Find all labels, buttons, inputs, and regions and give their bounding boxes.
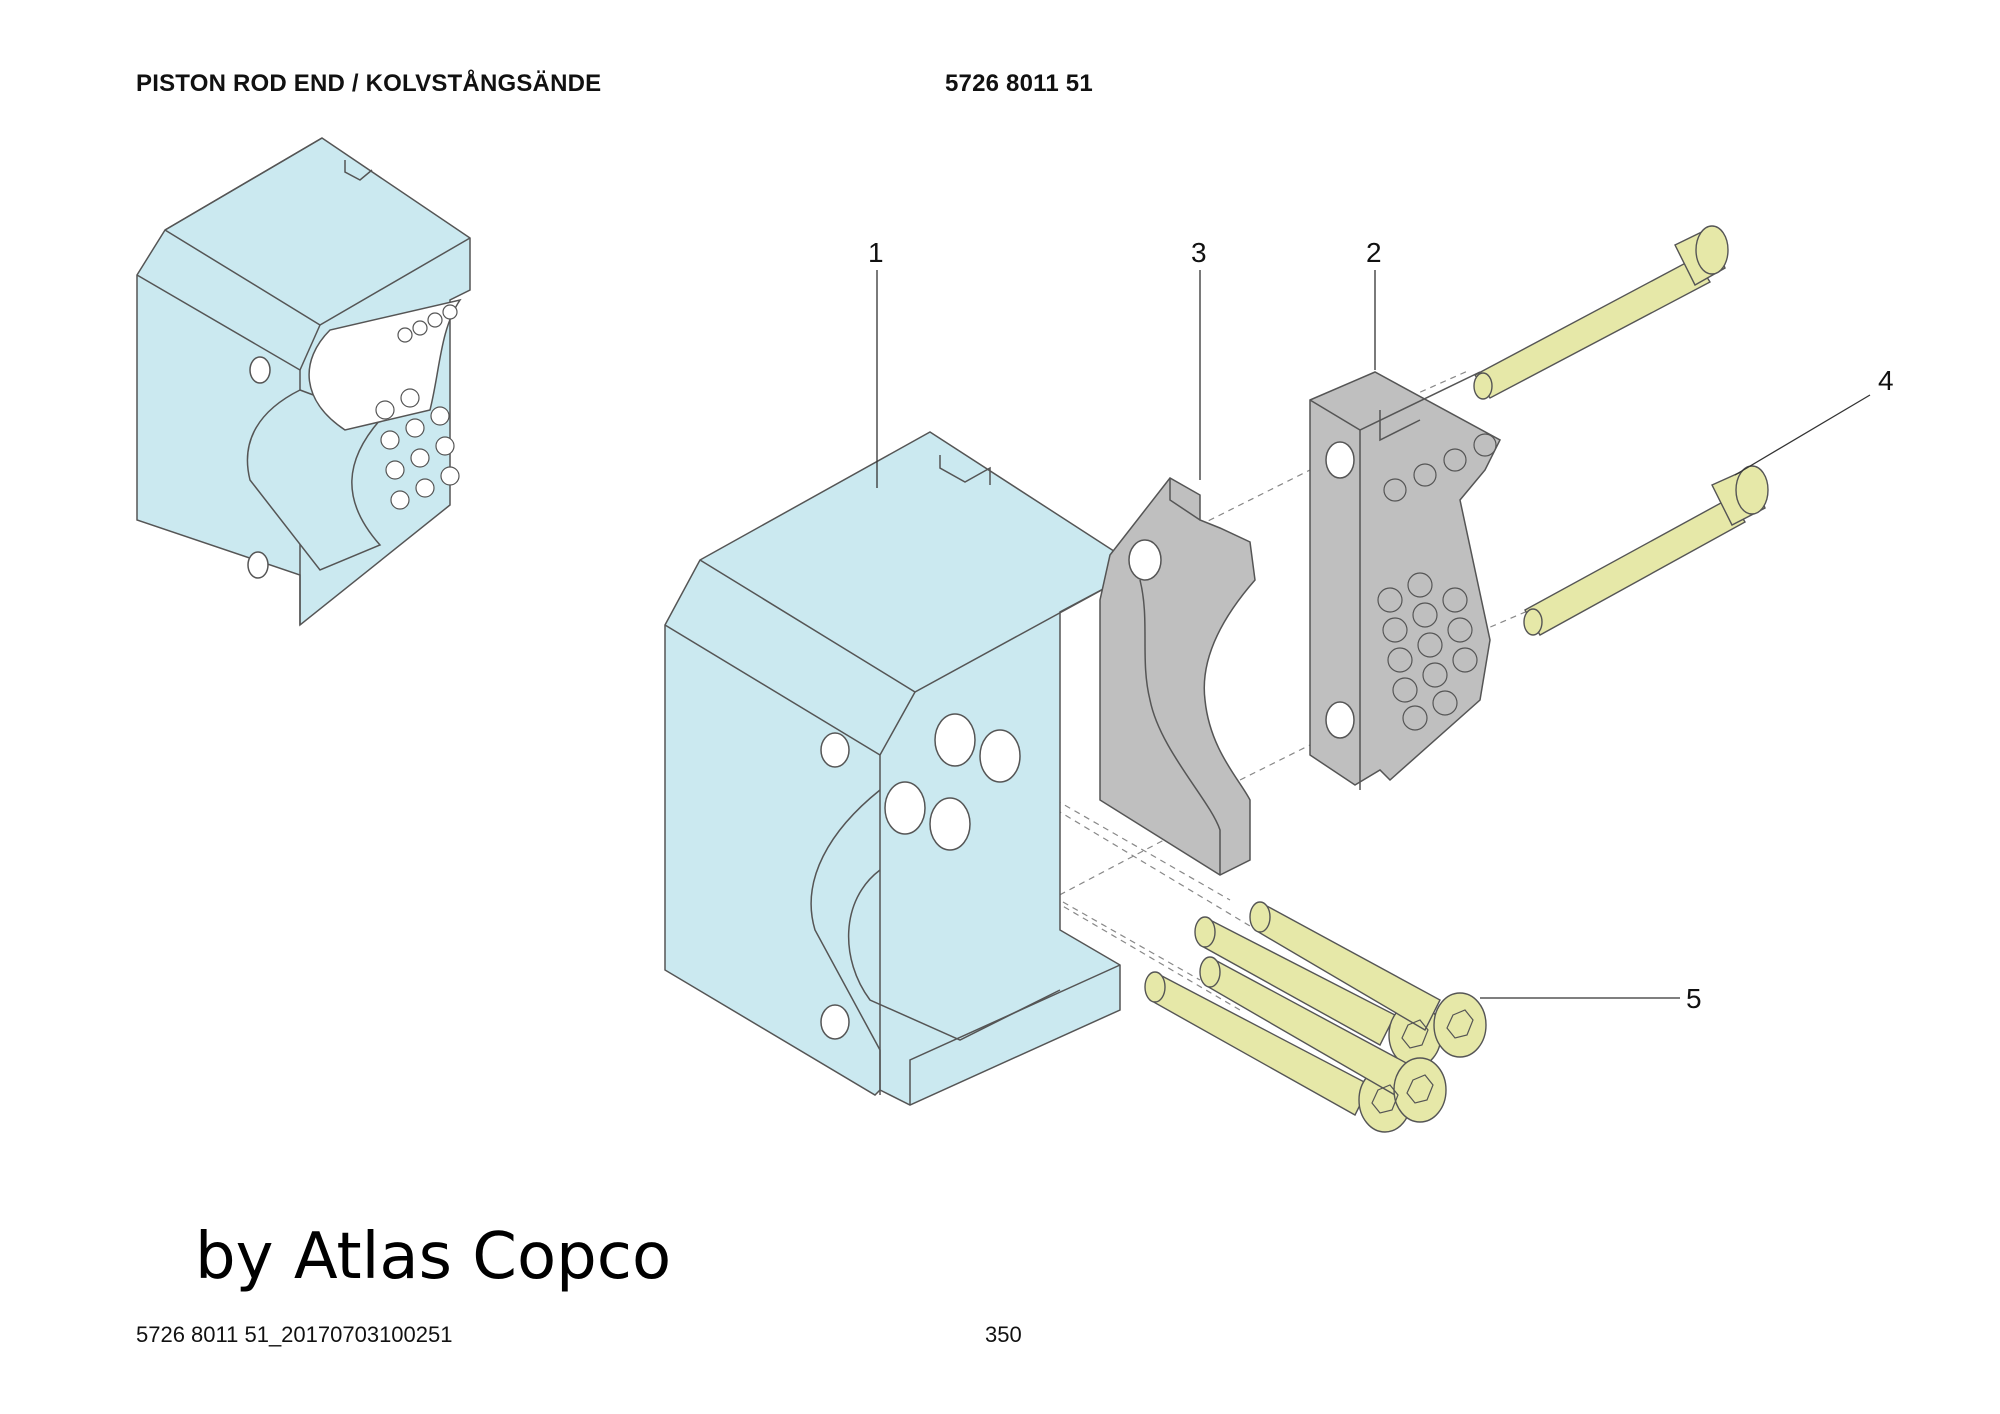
assembled-view [136,137,471,627]
document-reference: 5726 8011 51_20170703100251 [136,1322,453,1347]
callout-2: 2 [1366,237,1382,268]
part-3-wedge [1099,477,1256,876]
page-title: PISTON ROD END / KOLVSTÅNGSÄNDE [136,70,602,97]
assembled-housing [136,137,471,627]
leader-lines [876,270,1871,999]
part-2-clamp-block [1309,371,1501,790]
callout-1: 1 [868,237,884,268]
callout-5: 5 [1686,983,1702,1014]
callout-4: 4 [1878,365,1894,396]
part-5-screws [1144,901,1487,1133]
callout-3: 3 [1191,237,1207,268]
part-number: 5726 8011 51 [945,70,1093,97]
part-2-bolt-holes [1377,433,1497,731]
part-4-screws [1473,225,1769,636]
part-1-housing [664,431,1121,1106]
page-number: 350 [985,1322,1022,1347]
assembled-bolt-holes [375,304,460,510]
watermark-text: by Atlas Copco [195,1220,672,1294]
